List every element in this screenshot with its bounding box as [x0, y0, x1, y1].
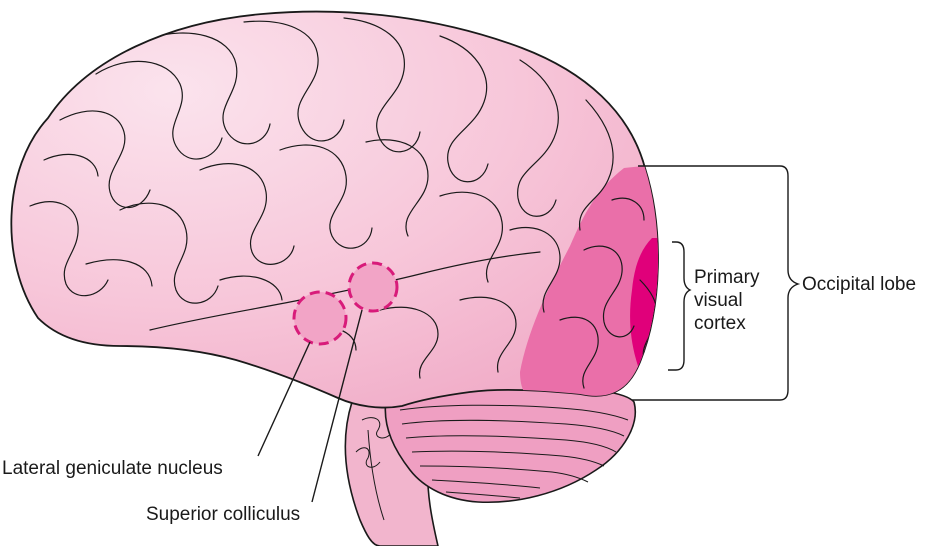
- occipital-lobe-label: Occipital lobe: [802, 274, 917, 295]
- primary-visual-cortex-label-line-3: cortex: [694, 313, 746, 334]
- lateral-geniculate-leader-line: [257, 341, 311, 457]
- primary-visual-cortex-bracket: [668, 241, 692, 371]
- occipital-lobe-bracket: [632, 165, 801, 401]
- primary-visual-cortex-label-line-2: visual: [694, 290, 743, 311]
- superior-colliculus-leader-line: [311, 309, 363, 503]
- superior-colliculus-marker: [347, 261, 399, 313]
- primary-visual-cortex-region: [630, 238, 658, 372]
- primary-visual-cortex-label-line-1: Primary: [694, 267, 760, 288]
- lateral-geniculate-nucleus-marker: [292, 290, 348, 346]
- superior-colliculus-label: Superior colliculus: [146, 504, 301, 525]
- lateral-geniculate-nucleus-label: Lateral geniculate nucleus: [2, 458, 223, 479]
- cerebellum: [384, 384, 636, 504]
- cortex-folds: [29, 17, 658, 389]
- primary-visual-cortex-label: Primary visual cortex: [694, 266, 759, 335]
